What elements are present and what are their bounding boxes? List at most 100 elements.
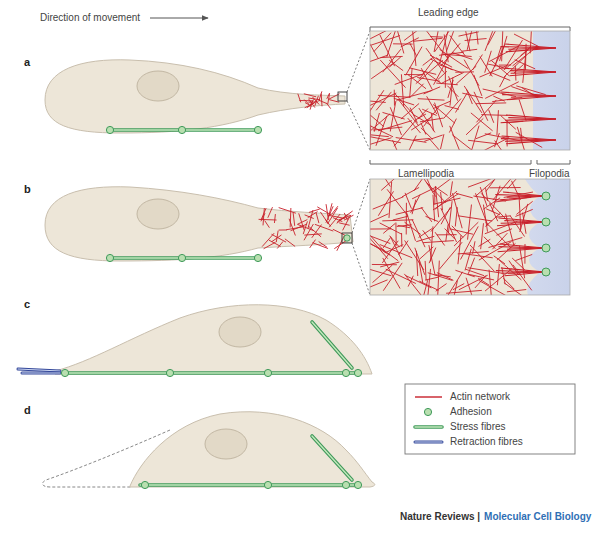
- actin-filament: [473, 241, 475, 253]
- actin-filament: [423, 241, 454, 243]
- actin-filament: [445, 229, 455, 240]
- actin-filament: [447, 86, 458, 97]
- actin-filament: [454, 222, 478, 246]
- actin-filament: [435, 232, 445, 245]
- filopodium-bundle: [506, 140, 556, 144]
- actin-filament: [271, 234, 286, 242]
- adhesion-dot: [166, 369, 173, 376]
- actin-filament: [370, 138, 392, 146]
- actin-filament: [312, 243, 328, 249]
- actin-filament: [396, 208, 423, 215]
- stress-fibre-core: [140, 484, 358, 485]
- actin-filament: [474, 92, 488, 121]
- source-credit: Nature Reviews |: [400, 511, 480, 523]
- actin-filament: [415, 248, 425, 275]
- actin-filament: [476, 31, 478, 44]
- actin-filament: [262, 233, 274, 246]
- actin-filament: [405, 193, 411, 209]
- actin-filament: [396, 90, 432, 100]
- adhesion-dot: [342, 481, 349, 488]
- actin-filament: [289, 219, 295, 236]
- actin-filament: [492, 186, 500, 212]
- actin-filament: [445, 67, 446, 88]
- adhesion-dot: [254, 126, 261, 133]
- actin-filament: [425, 277, 438, 280]
- actin-filament: [465, 39, 487, 41]
- stress-fibre-core: [65, 372, 358, 373]
- actin-filament: [497, 110, 499, 135]
- actin-filament: [326, 103, 330, 109]
- actin-filament: [479, 280, 508, 295]
- actin-filament: [465, 249, 471, 271]
- actin-filament: [486, 179, 498, 192]
- actin-filament: [452, 193, 462, 228]
- actin-filament: [408, 75, 426, 89]
- adhesion-dot: [106, 254, 113, 261]
- nucleus: [219, 317, 261, 347]
- actin-filament: [434, 189, 435, 204]
- actin-filament: [462, 93, 483, 98]
- filopodium-bundle: [501, 119, 556, 123]
- actin-filament: [480, 65, 508, 77]
- actin-filament: [410, 68, 412, 97]
- actin-filament: [418, 99, 445, 100]
- actin-filament: [466, 118, 483, 135]
- adhesion-dot: [542, 218, 550, 226]
- actin-filament: [423, 57, 434, 65]
- actin-filament: [497, 264, 499, 285]
- actin-filament: [507, 290, 526, 292]
- actin-filament: [424, 135, 442, 141]
- actin-filament: [444, 99, 461, 119]
- zoom-leader: [347, 31, 370, 92]
- filopodium-bundle: [509, 72, 556, 76]
- actin-filament: [404, 274, 423, 295]
- actin-filament: [443, 272, 463, 295]
- actin-filament: [449, 119, 456, 133]
- panel-letter: c: [24, 298, 30, 310]
- actin-filament: [420, 118, 444, 122]
- retraction-fibre: [18, 369, 60, 371]
- actin-filament: [476, 102, 506, 104]
- actin-filament: [279, 208, 296, 214]
- actin-filament: [502, 267, 505, 284]
- actin-filament: [419, 260, 423, 282]
- actin-filament: [459, 275, 488, 289]
- actin-filament: [406, 203, 407, 235]
- actin-filament: [415, 114, 426, 120]
- actin-filament: [370, 238, 388, 259]
- actin-filament: [489, 110, 494, 123]
- actin-filament: [412, 200, 416, 215]
- actin-filament: [426, 216, 439, 221]
- legend-text: Retraction fibres: [450, 436, 523, 448]
- actin-filament: [383, 49, 401, 72]
- filopodium-bundle: [507, 96, 556, 100]
- actin-filament: [450, 229, 473, 234]
- actin-filament: [486, 188, 488, 201]
- actin-filament: [438, 261, 440, 295]
- direction-label: Direction of movement: [40, 12, 140, 24]
- legend-swatch: [415, 441, 442, 444]
- actin-filament: [390, 107, 401, 135]
- actin-filament: [468, 205, 472, 240]
- actin-filament: [425, 261, 426, 281]
- actin-filament: [446, 290, 482, 293]
- legend-text: Adhesion: [450, 406, 492, 418]
- actin-filament: [435, 191, 457, 209]
- adhesion-dot: [542, 244, 550, 252]
- actin-filament: [325, 220, 330, 227]
- actin-filament: [410, 43, 417, 56]
- stress-fibre: [65, 371, 358, 375]
- actin-filament: [481, 223, 484, 249]
- actin-filament: [421, 128, 433, 140]
- adhesion-dot: [141, 481, 148, 488]
- filopodia-bracket: [537, 160, 570, 164]
- nucleus: [137, 199, 179, 229]
- adhesion-dot: [178, 254, 185, 261]
- actin-filament: [373, 265, 393, 282]
- actin-filament: [434, 31, 441, 52]
- actin-filament: [464, 254, 493, 258]
- actin-filament: [371, 62, 395, 78]
- actin-filament: [376, 116, 387, 146]
- region-label: Lamellipodia: [398, 168, 454, 180]
- actin-filament: [480, 187, 487, 206]
